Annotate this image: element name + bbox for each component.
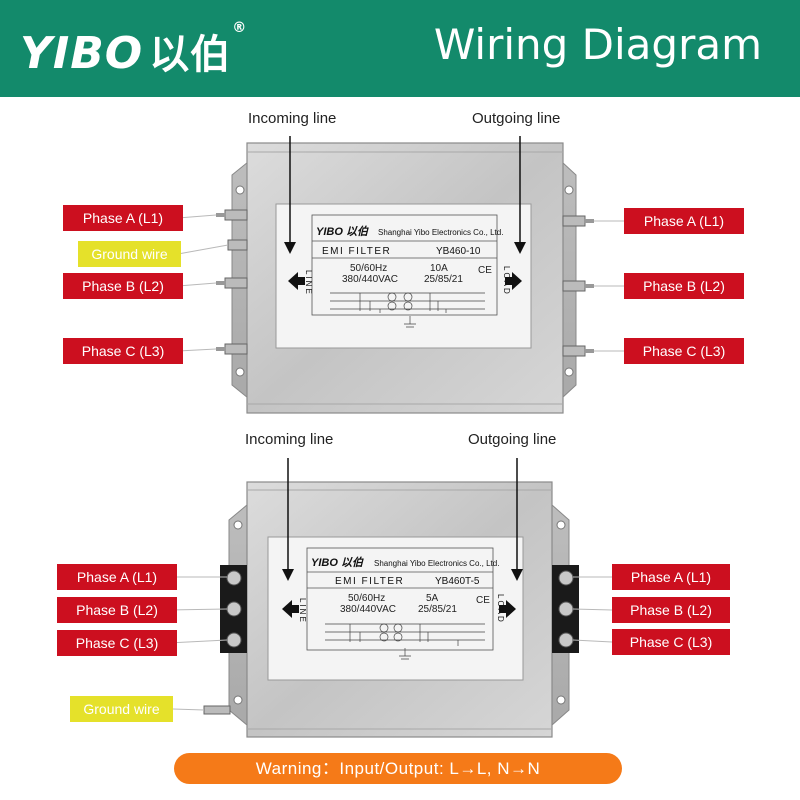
filter-1-left-tag-ground: Ground wire — [78, 241, 181, 267]
filter-1-sticker-company: Shanghai Yibo Electronics Co., Ltd. — [378, 228, 503, 237]
filter-1-right-tag-phase-c: Phase C (L3) — [624, 338, 744, 364]
filter-1-schematic — [330, 292, 485, 328]
filter-1-sticker-freq: 50/60Hz — [350, 263, 387, 274]
filter-2-schematic — [325, 623, 485, 660]
filter-1-label-sticker — [275, 203, 532, 349]
filter-2-ground-stud — [203, 705, 231, 715]
filter-2-sticker-current: 5A — [426, 593, 439, 604]
filter-1-incoming-label: Incoming line — [248, 110, 337, 127]
filter-2-sticker-type: EMI FILTER — [335, 576, 404, 587]
filter-1-left-tag-phase-c: Phase C (L3) — [63, 338, 183, 364]
filter-2-connectors — [167, 576, 613, 711]
filter-2: YIBO 以伯 Shanghai Yibo Electronics Co., L… — [167, 458, 613, 738]
filter-1-right-flange — [561, 160, 577, 400]
registered-mark: ® — [232, 20, 248, 36]
filter-2-left-tag-phase-a: Phase A (L1) — [57, 564, 177, 590]
filter-2-outgoing-label: Outgoing line — [468, 431, 557, 448]
filter-1-left-terminals — [216, 209, 248, 355]
filter-1-sticker-model: YB460-10 — [436, 246, 481, 257]
filter-2-left-tag-ground: Ground wire — [70, 696, 173, 722]
filter-1-right-tag-phase-b: Phase B (L2) — [624, 273, 744, 299]
page-title: Wiring Diagram — [433, 20, 762, 69]
filter-2-right-tag-phase-c: Phase C (L3) — [612, 629, 730, 655]
filter-2-sticker-logo: YIBO 以伯 — [311, 556, 364, 569]
filter-2-load-text: LOAD — [496, 594, 505, 624]
filter-1-outgoing-label: Outgoing line — [472, 110, 561, 127]
filter-2-sticker-company: Shanghai Yibo Electronics Co., Ltd. — [374, 559, 499, 568]
filter-1-sticker-type: EMI FILTER — [322, 246, 391, 257]
filter-2-line-text: LINE — [298, 598, 307, 624]
filter-1-left-tag-phase-b: Phase B (L2) — [63, 273, 183, 299]
filter-1-sticker-voltage: 380/440VAC — [342, 274, 398, 285]
filter-2-left-tag-phase-b: Phase B (L2) — [57, 597, 177, 623]
filter-1-right-terminals — [562, 215, 594, 357]
brand-name-cn: 以伯 — [149, 32, 232, 78]
filter-1-sticker-current: 10A — [430, 263, 448, 274]
brand-name: YIBO — [20, 28, 144, 79]
filter-2-sticker-voltage: 380/440VAC — [340, 604, 396, 615]
filter-2-sticker-freq: 50/60Hz — [348, 593, 385, 604]
filter-1-sticker-logo: YIBO 以伯 — [316, 225, 369, 238]
warning-banner: Warning：Input/Output: L→L, N→N — [174, 753, 622, 784]
filter-2-right-terminal-block — [552, 565, 579, 653]
filter-2-incoming-label: Incoming line — [245, 431, 334, 448]
filter-1-connectors — [177, 214, 624, 352]
filter-2-sticker-model: YB460T-5 — [435, 576, 480, 587]
filter-2-left-tag-phase-c: Phase C (L3) — [57, 630, 177, 656]
filter-1-right-tag-phase-a: Phase A (L1) — [624, 208, 744, 234]
filter-2-sticker-climatic: 25/85/21 — [418, 604, 457, 615]
filter-1-sticker-climatic: 25/85/21 — [424, 274, 463, 285]
filter-1-load-text: LOAD — [502, 266, 511, 296]
filter-1: YIBO 以伯 Shanghai Yibo Electronics Co., L… — [177, 136, 624, 414]
filter-2-right-tag-phase-b: Phase B (L2) — [612, 597, 730, 623]
filter-2-label-sticker — [267, 536, 524, 681]
filter-1-left-tag-phase-a: Phase A (L1) — [63, 205, 183, 231]
filter-1-line-text: LINE — [304, 270, 313, 296]
filter-2-right-tag-phase-a: Phase A (L1) — [612, 564, 730, 590]
filter-2-sticker-ce: CE — [476, 595, 490, 606]
filter-1-sticker-ce: CE — [478, 265, 492, 276]
